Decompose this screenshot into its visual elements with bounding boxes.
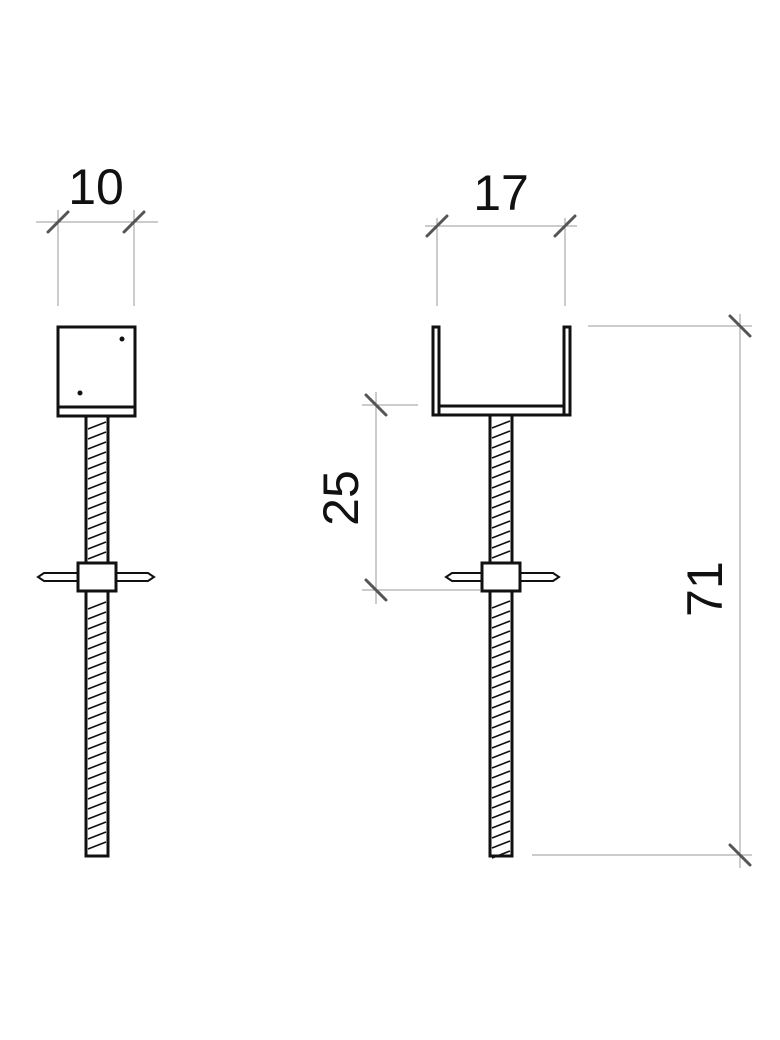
bolt-hole	[119, 336, 125, 342]
thread-line	[87, 751, 107, 760]
thread-line	[87, 631, 107, 640]
thread-line	[87, 471, 107, 480]
thread-line	[87, 431, 107, 440]
thread-line	[491, 780, 511, 789]
thread-line	[87, 701, 107, 710]
thread-line	[87, 721, 107, 730]
thread-line	[491, 660, 511, 669]
thread-line	[491, 730, 511, 739]
thread-line	[87, 671, 107, 680]
thread-line	[87, 691, 107, 700]
thread-line	[491, 460, 511, 469]
thread-line	[87, 641, 107, 650]
adjust-range-label: 25	[313, 470, 369, 526]
thread-line	[491, 480, 511, 489]
thread-line	[491, 490, 511, 499]
thread-line	[87, 601, 107, 610]
thread-line	[491, 450, 511, 459]
thread-line	[87, 521, 107, 530]
front-width-dimension: 17	[425, 165, 577, 306]
thread-line	[491, 430, 511, 439]
thread-line	[491, 620, 511, 629]
thread-line	[87, 651, 107, 660]
side-view: 10	[36, 159, 158, 858]
thread-line	[491, 650, 511, 659]
thread-line	[491, 640, 511, 649]
thread-line	[491, 700, 511, 709]
thread-line	[87, 821, 107, 830]
thread-line	[491, 710, 511, 719]
total-height-dimension: 71	[532, 314, 752, 868]
thread-line	[491, 680, 511, 689]
side-adjust-nut	[36, 561, 156, 593]
thread-line	[87, 781, 107, 790]
thread-line	[491, 790, 511, 799]
side-width-label: 10	[68, 159, 124, 215]
thread-line	[491, 670, 511, 679]
thread-line	[87, 681, 107, 690]
thread-line	[87, 511, 107, 520]
thread-line	[491, 820, 511, 829]
side-threaded-rod	[84, 414, 110, 858]
thread-line	[87, 801, 107, 810]
front-u-head	[431, 325, 572, 417]
thread-line	[87, 791, 107, 800]
thread-line	[491, 690, 511, 699]
front-adjust-nut	[444, 561, 561, 593]
thread-line	[87, 481, 107, 490]
front-view: 17 25	[313, 165, 752, 868]
thread-line	[491, 440, 511, 449]
thread-line	[491, 830, 511, 839]
thread-line	[491, 600, 511, 609]
thread-line	[87, 761, 107, 770]
thread-line	[491, 550, 511, 559]
front-width-label: 17	[473, 165, 529, 221]
thread-line	[87, 441, 107, 450]
thread-line	[491, 800, 511, 809]
thread-line	[87, 841, 107, 850]
thread-line	[491, 720, 511, 729]
thread-line	[87, 621, 107, 630]
thread-line	[87, 461, 107, 470]
thread-line	[491, 630, 511, 639]
thread-line	[491, 610, 511, 619]
thread-line	[491, 810, 511, 819]
bolt-hole	[77, 390, 83, 396]
thread-line	[87, 611, 107, 620]
thread-line	[87, 421, 107, 430]
thread-line	[491, 520, 511, 529]
thread-line	[87, 831, 107, 840]
thread-line	[87, 541, 107, 550]
thread-line	[87, 551, 107, 560]
side-width-dimension: 10	[36, 159, 158, 306]
thread-line	[491, 510, 511, 519]
thread-line	[87, 811, 107, 820]
thread-line	[491, 760, 511, 769]
thread-line	[491, 530, 511, 539]
thread-line	[491, 420, 511, 429]
thread-line	[87, 661, 107, 670]
thread-line	[491, 840, 511, 849]
thread-line	[491, 540, 511, 549]
side-head-plate	[56, 325, 137, 418]
thread-line	[87, 711, 107, 720]
thread-line	[87, 531, 107, 540]
thread-line	[491, 740, 511, 749]
thread-line	[491, 470, 511, 479]
thread-line	[87, 741, 107, 750]
thread-line	[87, 451, 107, 460]
adjust-range-dimension: 25	[313, 392, 480, 604]
thread-line	[491, 770, 511, 779]
thread-line	[491, 500, 511, 509]
thread-line	[87, 771, 107, 780]
total-height-label: 71	[677, 561, 733, 617]
thread-line	[87, 501, 107, 510]
front-threaded-rod	[488, 413, 514, 859]
thread-line	[87, 491, 107, 500]
thread-line	[491, 750, 511, 759]
thread-line	[87, 731, 107, 740]
thread-line	[491, 850, 511, 859]
